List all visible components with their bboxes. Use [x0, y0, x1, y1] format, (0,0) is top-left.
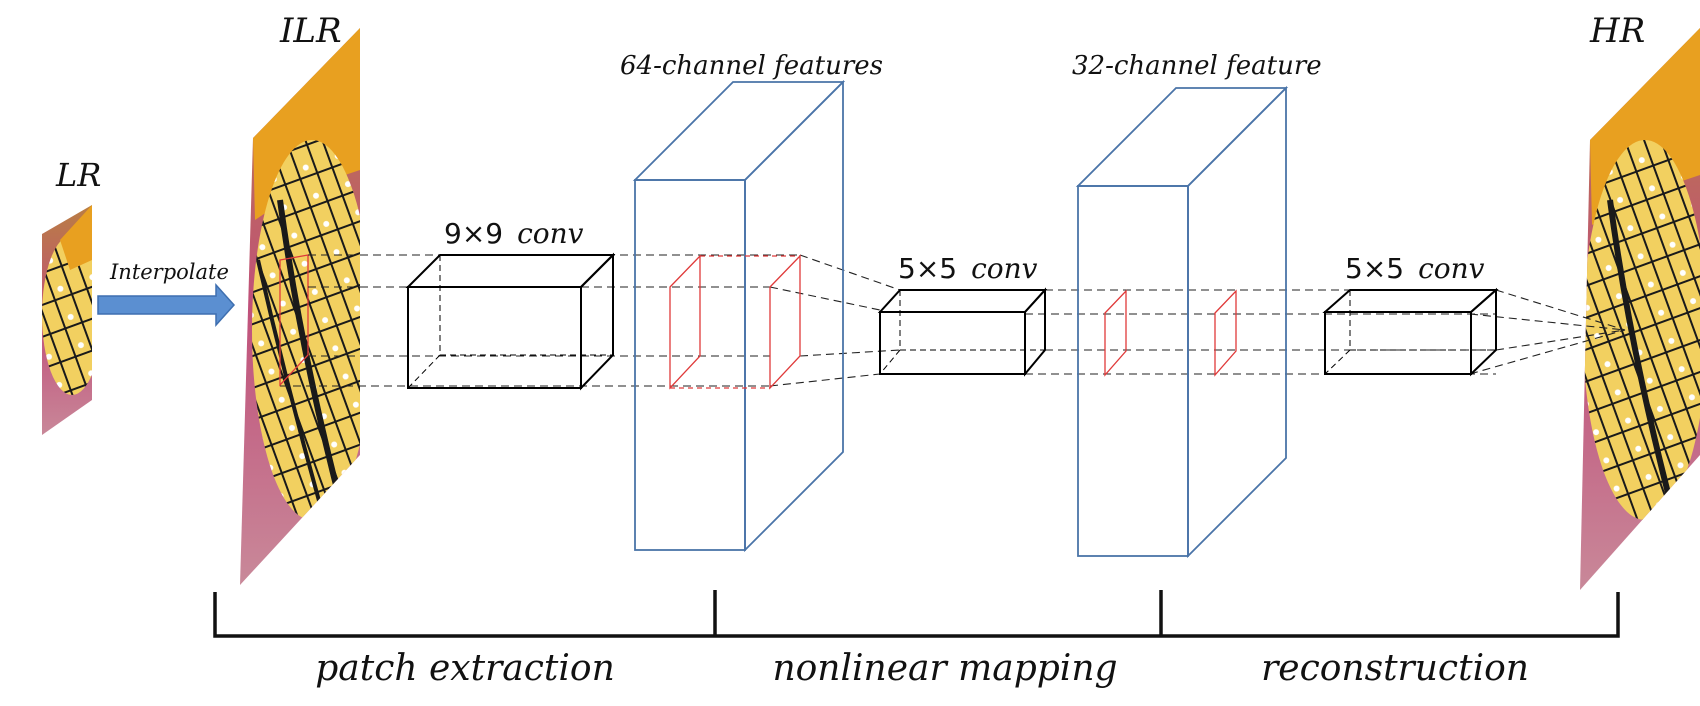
- conv3-size: 5×5: [1345, 252, 1404, 285]
- conv2-box: [877, 287, 1048, 377]
- feature-map-1-patch-right: [769, 254, 801, 390]
- feature-map-1-patch-left: [669, 254, 800, 390]
- ilr-patch: [279, 254, 309, 387]
- stage-nonlinear-mapping: nonlinear mapping: [772, 648, 1117, 689]
- conv1-box: [405, 252, 616, 391]
- conv1-size: 9×9: [444, 217, 503, 250]
- conv1-label: 9×9 conv: [444, 217, 584, 250]
- conv2-word: conv: [971, 252, 1038, 285]
- stage-patch-extraction: patch extraction: [315, 648, 615, 689]
- hr-label: HR: [1589, 11, 1645, 51]
- conv2-size: 5×5: [898, 252, 957, 285]
- hr-image: [1580, 28, 1700, 590]
- feature-map-1-label: 64-channel features: [620, 51, 883, 81]
- feature-map-2: [1075, 85, 1289, 559]
- feature-map-2-patch-left: [1104, 289, 1127, 377]
- feature-map-1: [632, 79, 846, 553]
- interpolate-label: Interpolate: [109, 260, 229, 284]
- lr-image: [42, 205, 92, 435]
- feature-map-2-patch-right: [1214, 289, 1237, 377]
- conv1-word: conv: [517, 217, 584, 250]
- interpolate-arrow: [97, 283, 236, 327]
- ilr-label: ILR: [279, 11, 342, 51]
- conv3-word: conv: [1418, 252, 1485, 285]
- feature-map-2-label: 32-channel feature: [1072, 51, 1322, 81]
- stage-reconstruction: reconstruction: [1261, 648, 1529, 689]
- conv3-label: 5×5 conv: [1345, 252, 1485, 285]
- conv2-label: 5×5 conv: [898, 252, 1038, 285]
- ilr-image: [240, 28, 360, 585]
- stage-brackets: [213, 590, 1620, 638]
- conv3-box: [1322, 287, 1499, 377]
- lr-label: LR: [55, 156, 101, 194]
